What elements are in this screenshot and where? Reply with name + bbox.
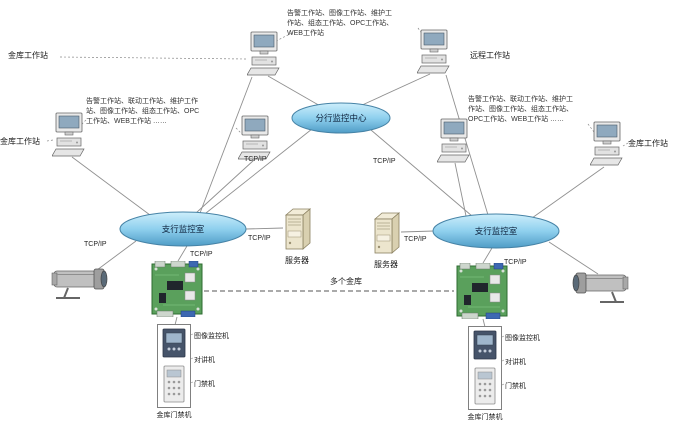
- access-controller-board-icon-left: [151, 260, 203, 318]
- door-unit-left-caption: 金库门禁机: [156, 412, 192, 419]
- solid-links: [71, 73, 605, 328]
- annotation-right-line2: 作站、图像工作站、组态工作站、: [468, 106, 573, 113]
- multi-vault-label: 多个金库: [330, 277, 362, 286]
- left-cloud-label: 支行监控室: [161, 224, 205, 234]
- annotation-top-line3: WEB工作站: [287, 30, 324, 37]
- annotation-block-left: 告警工作站、联动工作站、维护工作 站、图像工作站、组态工作站、OPC 工作站、W…: [86, 97, 238, 127]
- tcpip-label: TCP/IP: [248, 235, 271, 242]
- door-unit-right-caption: 金库门禁机: [467, 414, 503, 421]
- cctv-camera-icon-left: [50, 264, 112, 304]
- door-unit-right-label-2: 对讲机: [505, 359, 526, 366]
- server-icon-right: [371, 209, 401, 257]
- workstation-icon-mid-right: [436, 118, 471, 164]
- door-unit-left-label-1: 图像监控机: [194, 333, 229, 340]
- workstation-icon-mid-left: [237, 115, 272, 161]
- door-unit-right-label-1: 图像监控机: [505, 335, 540, 342]
- server-label-left: 服务器: [285, 256, 309, 265]
- workstation-label-top-left: 金库工作站: [8, 51, 48, 60]
- annotation-left-line2: 站、图像工作站、组态工作站、OPC: [86, 108, 200, 115]
- tcpip-label: TCP/IP: [190, 251, 213, 258]
- annotation-block-right: 告警工作站、联动工作站、维护工 作站、图像工作站、组态工作站、 OPC工作站、W…: [468, 95, 592, 125]
- door-unit-left-label-3: 门禁机: [194, 381, 215, 388]
- workstation-label-top-right: 远程工作站: [470, 51, 510, 60]
- workstation-icon-far-right: [589, 121, 624, 167]
- workstation-label-far-left: 金库工作站: [0, 137, 40, 146]
- door-unit-right-label-3: 门禁机: [505, 383, 526, 390]
- right-cloud-label: 支行监控室: [474, 226, 518, 236]
- annotation-right-line3: OPC工作站、WEB工作站 ……: [468, 116, 565, 123]
- annotation-top-line1: 告警工作站、图像工作站、维护工: [287, 10, 392, 17]
- door-unit-leader-lines: [181, 333, 505, 389]
- annotation-right-line1: 告警工作站、联动工作站、维护工: [468, 96, 573, 103]
- center-cloud-label: 分行监控中心: [315, 113, 367, 123]
- workstation-icon-far-left: [51, 112, 86, 158]
- tcpip-label: TCP/IP: [84, 241, 107, 248]
- workstation-label-far-right: 金库工作站: [628, 139, 668, 148]
- left-cloud-shape: [119, 211, 247, 247]
- cctv-camera-icon-right: [568, 268, 630, 308]
- center-cloud-shape: [291, 102, 391, 134]
- door-unit-left-label-2: 对讲机: [194, 357, 215, 364]
- annotation-left-line3: 工作站、WEB工作站 ……: [86, 118, 167, 125]
- tcpip-label: TCP/IP: [404, 236, 427, 243]
- server-icon-left: [282, 205, 312, 253]
- annotation-top-line2: 作站、组态工作站、OPC工作站、: [287, 20, 394, 27]
- tcpip-label: TCP/IP: [504, 259, 527, 266]
- server-label-right: 服务器: [374, 260, 398, 269]
- annotation-left-line1: 告警工作站、联动工作站、维护工作: [86, 98, 198, 105]
- tcpip-label: TCP/IP: [373, 158, 396, 165]
- workstation-icon-top-right: [416, 29, 451, 75]
- access-controller-board-icon-right: [456, 262, 508, 320]
- annotation-block-top: 告警工作站、图像工作站、维护工 作站、组态工作站、OPC工作站、 WEB工作站: [287, 9, 427, 39]
- door-equipment-icon-right: [468, 326, 502, 410]
- door-equipment-icon-left: [157, 324, 191, 408]
- workstation-icon-top-left: [246, 31, 281, 77]
- right-cloud-shape: [432, 213, 560, 249]
- tcpip-label: TCP/IP: [244, 156, 267, 163]
